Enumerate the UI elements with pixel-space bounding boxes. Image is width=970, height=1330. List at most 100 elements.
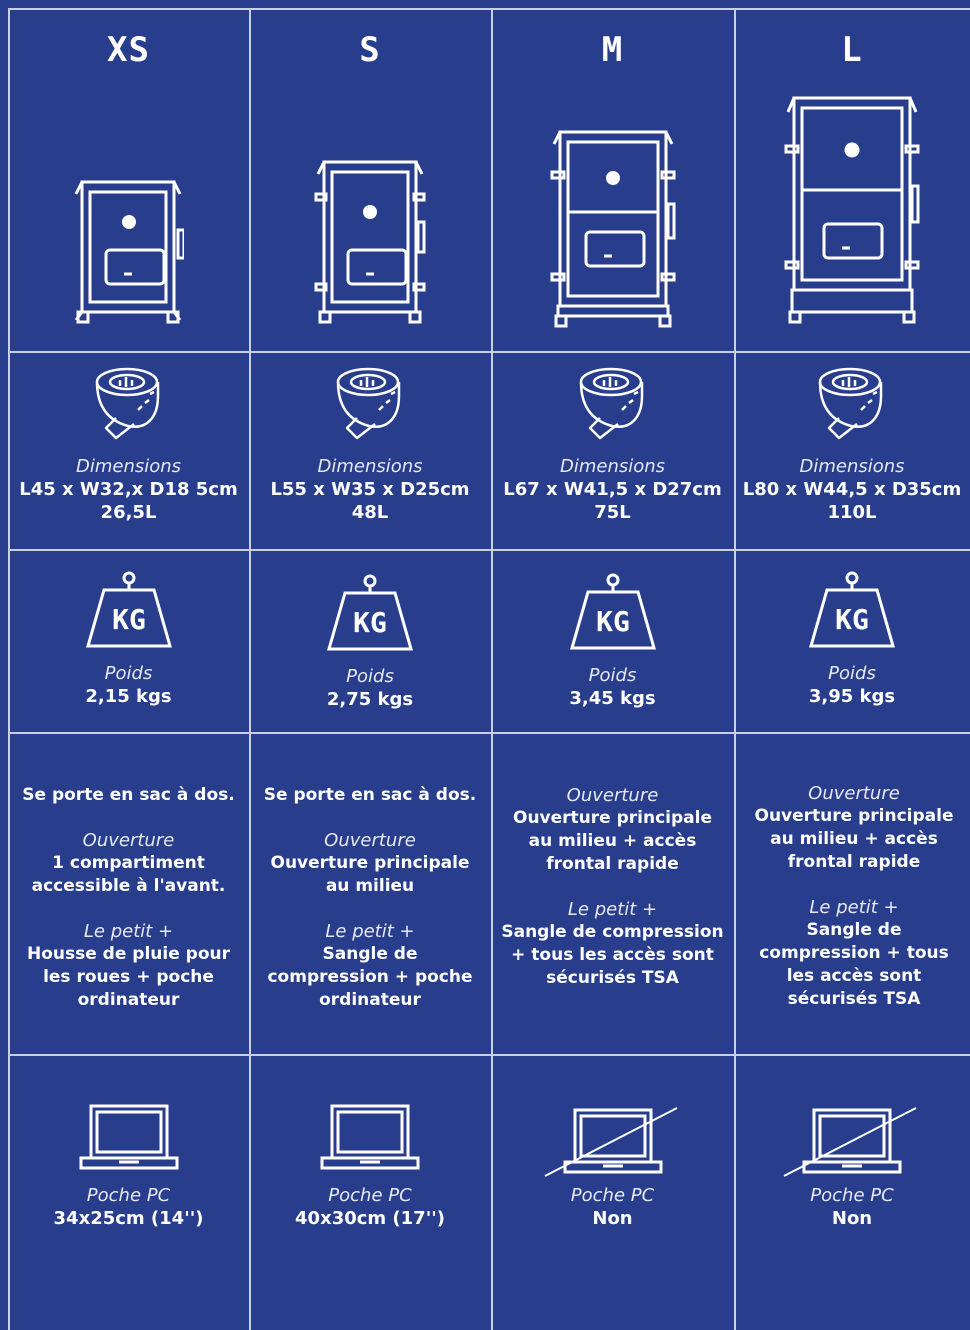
weight-label: Poids (828, 663, 876, 684)
dimensions-m: Dimensions L67 x W41,5 x D27cm 75L (491, 366, 734, 524)
volume-value: 75L (594, 502, 631, 523)
weight-xs: KG Poids 2,15 kgs (8, 570, 249, 708)
size-label: M (601, 30, 624, 70)
pc-value: Non (831, 1208, 873, 1229)
pc-pocket-l: Poche PC Non (734, 1102, 970, 1230)
suitcase-icon (249, 154, 491, 330)
volume-value: 26,5L (100, 502, 157, 523)
size-label: S (359, 30, 381, 70)
pc-label: Poche PC (570, 1185, 655, 1206)
weight-value: 3,45 kgs (569, 688, 656, 709)
grid-line (249, 8, 251, 1330)
opening-label: Ouverture (324, 830, 416, 851)
pc-value: 34x25cm (14'') (53, 1208, 204, 1229)
laptop-crossed-icon (783, 1107, 917, 1177)
laptop-crossed-icon (544, 1107, 677, 1177)
opening-label: Ouverture (808, 783, 900, 804)
opening-value: Ouverture principale au milieu + accès f… (513, 808, 712, 874)
pc-label: Poche PC (328, 1185, 412, 1206)
weight-value: 2,15 kgs (85, 686, 172, 707)
size-s-header: S (249, 30, 491, 70)
weight-label: Poids (104, 663, 153, 684)
features-l: Ouverture Ouverture principale au milieu… (744, 782, 964, 1011)
size-xs-header: XS (8, 30, 249, 70)
weight-s: KG Poids 2,75 kgs (249, 573, 491, 711)
features-m: Ouverture Ouverture principale au milieu… (501, 784, 724, 990)
weight-l: KG Poids 3,95 kgs (734, 570, 970, 708)
weight-icon-text: KG (353, 606, 387, 639)
dimensions-s: Dimensions L55 x W35 x D25cm 48L (249, 366, 491, 524)
opening-label: Ouverture (82, 830, 175, 851)
pc-pocket-xs: Poche PC 34x25cm (14'') (8, 1102, 249, 1230)
pc-label: Poche PC (86, 1185, 171, 1206)
laptop-icon (320, 1102, 420, 1172)
volume-value: 110L (827, 502, 877, 523)
bonus-label: Le petit + (83, 921, 174, 942)
pc-pocket-s: Poche PC 40x30cm (17'') (249, 1102, 491, 1230)
size-label: L (841, 30, 863, 70)
pc-value: Non (592, 1208, 633, 1229)
weight-icon-text: KG (112, 603, 146, 636)
dimensions-value: L55 x W35 x D25cm (270, 479, 470, 500)
weight-kg-icon: KG (85, 571, 172, 648)
weight-icon-text: KG (596, 605, 630, 638)
size-m-header: M (491, 30, 734, 70)
grid-line (8, 351, 970, 353)
volume-value: 48L (351, 502, 389, 523)
grid-line (8, 8, 970, 10)
bonus-label: Le petit + (809, 897, 899, 918)
dimensions-value: L67 x W41,5 x D27cm (503, 479, 722, 500)
size-label: XS (107, 30, 150, 70)
grid-line (8, 549, 970, 551)
bonus-value: Sangle de compression + poche ordinateur (267, 944, 473, 1010)
bonus-value: Housse de pluie pour les roues + poche o… (26, 944, 231, 1010)
pc-value: 40x30cm (17'') (295, 1208, 445, 1229)
dimensions-label: Dimensions (559, 456, 666, 477)
measuring-tape-icon (335, 366, 405, 441)
opening-value: 1 compartiment accessible à l'avant. (31, 853, 226, 896)
portage-text: Se porte en sac à dos. (22, 785, 235, 805)
grid-line (734, 8, 736, 1330)
grid-line (8, 1054, 970, 1056)
bonus-label: Le petit + (325, 921, 415, 942)
measuring-tape-icon (817, 366, 887, 441)
dimensions-label: Dimensions (317, 456, 423, 477)
suitcase-icon (8, 170, 249, 330)
measuring-tape-icon (94, 366, 164, 441)
weight-value: 2,75 kgs (326, 689, 414, 710)
opening-value: Ouverture principale au milieu + accès f… (754, 806, 954, 872)
size-l-header: L (734, 30, 970, 70)
bonus-value: Sangle de compression + tous les accès s… (501, 922, 724, 988)
weight-m: KG Poids 3,45 kgs (491, 572, 734, 710)
pc-label: Poche PC (810, 1185, 894, 1206)
features-xs: Se porte en sac à dos. Ouverture 1 compa… (18, 784, 239, 1012)
suitcase-icon (491, 124, 734, 330)
grid-line (8, 732, 970, 734)
grid-line (491, 8, 493, 1330)
dimensions-label: Dimensions (799, 456, 905, 477)
dimensions-value: L45 x W32,x D18 5cm (19, 479, 238, 500)
weight-value: 3,95 kgs (808, 686, 896, 707)
dimensions-label: Dimensions (75, 456, 182, 477)
bonus-label: Le petit + (567, 899, 658, 920)
dimensions-l: Dimensions L80 x W44,5 x D35cm 110L (734, 366, 970, 524)
weight-icon-text: KG (835, 603, 869, 636)
pc-pocket-m: Poche PC Non (491, 1102, 734, 1230)
grid-line (8, 8, 10, 1330)
weight-label: Poids (346, 666, 394, 687)
dimensions-value: L80 x W44,5 x D35cm (742, 479, 962, 500)
opening-value: Ouverture principale au milieu (270, 853, 470, 896)
weight-kg-icon: KG (569, 573, 656, 650)
features-s: Se porte en sac à dos. Ouverture Ouvertu… (259, 784, 481, 1012)
weight-kg-icon: KG (327, 574, 413, 651)
portage-text: Se porte en sac à dos. (263, 785, 477, 805)
measuring-tape-icon (578, 366, 648, 441)
weight-kg-icon: KG (809, 571, 895, 648)
dimensions-xs: Dimensions L45 x W32,x D18 5cm 26,5L (8, 366, 249, 524)
weight-label: Poids (588, 665, 637, 686)
opening-label: Ouverture (566, 785, 659, 806)
bonus-value: Sangle de compression + tous les accès s… (759, 920, 949, 1009)
suitcase-icon (734, 90, 970, 326)
laptop-icon (79, 1102, 179, 1172)
